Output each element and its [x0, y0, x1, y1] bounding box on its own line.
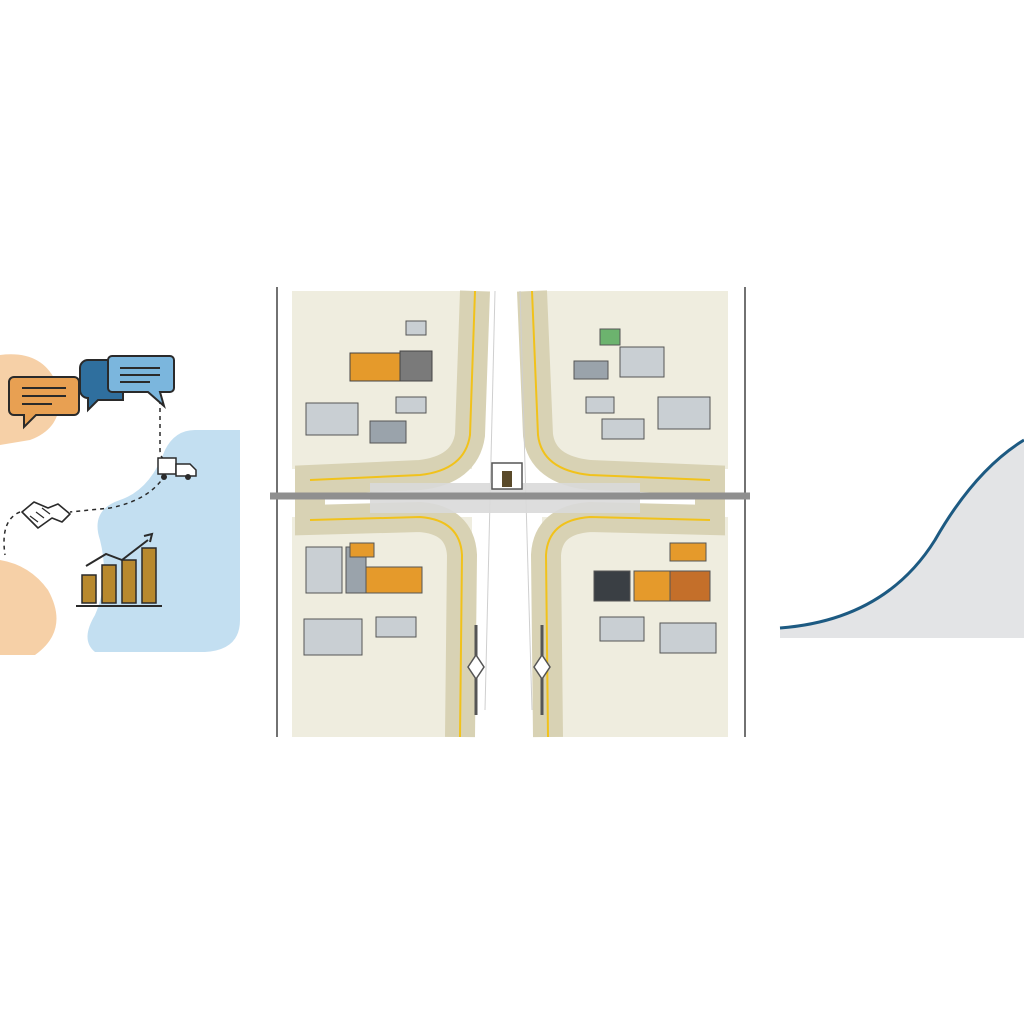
- crossroads-map: [270, 287, 750, 738]
- signpost-icon: [533, 625, 551, 715]
- gate-icon: [491, 462, 523, 490]
- building-icon: [305, 320, 433, 444]
- growth-curve-icon: [779, 438, 1024, 638]
- building-icon: [573, 328, 711, 440]
- chat-bubble-blue-icon: [79, 355, 175, 413]
- collaboration-panel: [0, 340, 245, 660]
- signpost-icon: [467, 625, 485, 715]
- orange-wash: [0, 354, 60, 655]
- block-top-right: [542, 291, 728, 469]
- growth-bar-chart-icon: [76, 532, 162, 607]
- handshake-icon: [21, 501, 71, 529]
- crossroads-map-panel: [270, 285, 750, 740]
- curve-fill: [780, 440, 1024, 638]
- chat-bubble-orange-icon: [8, 376, 80, 430]
- growth-curve-panel: [775, 430, 1024, 645]
- building-icon: [593, 542, 717, 654]
- curve-line: [779, 438, 1024, 630]
- truck-icon: [157, 457, 197, 480]
- arrow-right-icon: [270, 492, 750, 500]
- building-icon: [303, 542, 423, 656]
- collaboration-illustration: [0, 354, 240, 655]
